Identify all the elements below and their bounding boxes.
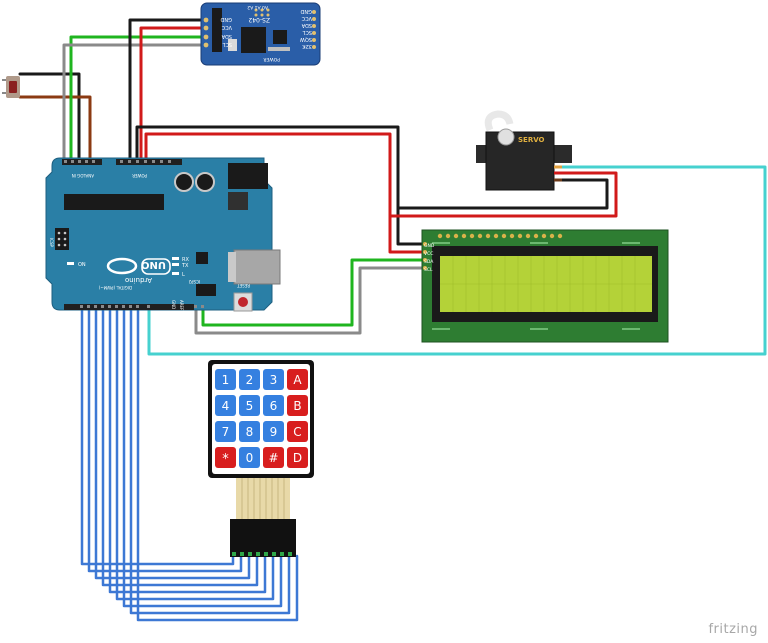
keypad-key-7-label: 7 <box>222 425 230 439</box>
rtc-scl-wire-gray <box>62 43 205 161</box>
keypad-key-d-label: D <box>293 451 302 465</box>
keypad-4x4: 1 2 3 A 4 5 6 B 7 8 9 C * 0 # D <box>208 360 314 557</box>
keypad-key-6-label: 6 <box>270 399 278 413</box>
lcd-sda-wire-green <box>201 258 427 327</box>
keypad-key-3-label: 3 <box>270 373 278 387</box>
arduino-gnd-label: GND <box>171 300 176 309</box>
keypad-key-3 <box>263 369 284 390</box>
arduino-analog-header-label: ANALOG IN <box>72 173 94 178</box>
keypad-key-a-label: A <box>293 373 302 387</box>
rtc-right-pin-sqw: SQW <box>300 36 312 42</box>
keypad-key-star-label: * <box>222 452 229 467</box>
keypad-key-c <box>287 421 308 442</box>
rtc-address-label: A0 A1 A2 <box>247 4 268 10</box>
rtc-left-pin-vcc: VCC <box>221 24 232 30</box>
lcd-pin-sda: SDA <box>424 259 434 265</box>
keypad-key-hash-label: # <box>268 451 278 465</box>
keypad-key-5-label: 5 <box>246 399 254 413</box>
wires <box>18 18 767 622</box>
rtc-vcc-wire-red <box>139 26 205 161</box>
keypad-wires-blue <box>80 306 299 622</box>
keypad-key-0-label: 0 <box>246 451 254 465</box>
rtc-left-pin-scl: SCL <box>222 41 232 47</box>
rtc-model-label: ZS-042 <box>248 16 270 23</box>
arduino-reset-label: RESET <box>237 283 250 288</box>
lcd-pin-gnd: GND <box>424 243 435 249</box>
lcd-pin-vcc: VCC <box>424 251 433 257</box>
servo-motor: SERVO <box>476 110 572 191</box>
rtc-module: ZS-042 A0 A1 A2 POWER GND VCC SDA SCL GN… <box>200 2 321 66</box>
arduino-icsp-label: ICSP <box>49 238 54 248</box>
keypad-key-8-label: 8 <box>246 425 254 439</box>
rtc-left-pin-gnd: GND <box>220 16 232 22</box>
keypad-key-6 <box>263 395 284 416</box>
keypad-key-d <box>287 447 308 468</box>
keypad-key-2-label: 2 <box>246 373 254 387</box>
button-wire-brown <box>18 95 92 161</box>
rtc-gnd-wire-black <box>128 18 205 161</box>
keypad-key-b <box>287 395 308 416</box>
vcc-bus-wire-red <box>144 132 427 254</box>
arduino-digital-header-label: DIGITAL (PWM~) <box>98 285 132 290</box>
servo-signal-wire-cyan <box>147 165 767 356</box>
servo-label: SERVO <box>518 136 545 144</box>
rtc-right-pin-sda: SDA <box>301 22 312 28</box>
arduino-logo: Arduino UNO <box>106 257 171 284</box>
lcd-pin-scl: SCL <box>424 267 433 273</box>
keypad-key-9 <box>263 421 284 442</box>
rtc-right-pin-gnd: GND <box>300 8 312 14</box>
rtc-right-pin-vcc: VCC <box>301 15 312 21</box>
keypad-key-2 <box>239 369 260 390</box>
arduino-power-header-label: POWER <box>132 173 147 178</box>
keypad-key-a <box>287 369 308 390</box>
rtc-power-label: POWER <box>263 56 280 62</box>
arduino-led-l: L <box>182 272 185 278</box>
arduino-uno-board: ANALOG IN POWER ICSP Arduino UNO RX TX L <box>45 157 281 312</box>
keypad-key-5 <box>239 395 260 416</box>
arduino-led-rx: RX <box>182 257 189 263</box>
keypad-key-8 <box>239 421 260 442</box>
arduino-icsp2-label: ICSP2 <box>188 279 200 284</box>
servo-gnd-wire-black <box>396 178 609 210</box>
keypad-key-4-label: 4 <box>222 399 230 413</box>
keypad-key-1 <box>215 369 236 390</box>
lcd-scl-wire-gray <box>194 266 427 335</box>
keypad-key-c-label: C <box>293 425 301 439</box>
fritzing-watermark: fritzing <box>708 622 758 637</box>
arduino-led-tx: TX <box>181 263 189 269</box>
push-button <box>2 76 20 98</box>
keypad-key-7 <box>215 421 236 442</box>
rtc-left-pin-sda: SDA <box>221 33 232 39</box>
rtc-sda-wire-green <box>69 35 205 161</box>
keypad-key-0 <box>239 447 260 468</box>
arduino-model-label: UNO <box>141 259 166 270</box>
keypad-key-4 <box>215 395 236 416</box>
rtc-right-pin-scl: SCL <box>302 29 312 35</box>
keypad-key-1-label: 1 <box>222 373 230 387</box>
servo-vcc-wire-red <box>388 171 618 218</box>
keypad-key-b-label: B <box>293 399 301 413</box>
lcd-display: GND VCC SDA SCL <box>421 229 669 343</box>
rtc-right-pin-32k: 32K <box>302 43 312 49</box>
keypad-key-hash <box>263 447 284 468</box>
button-wire-black <box>18 72 81 161</box>
keypad-key-star <box>215 447 236 468</box>
arduino-led-on: ON <box>78 262 86 268</box>
arduino-brand-label: Arduino <box>125 276 152 284</box>
arduino-aref-label: AREF <box>179 300 184 311</box>
keypad-key-9-label: 9 <box>270 425 278 439</box>
gnd-bus-wire-black <box>135 125 427 246</box>
